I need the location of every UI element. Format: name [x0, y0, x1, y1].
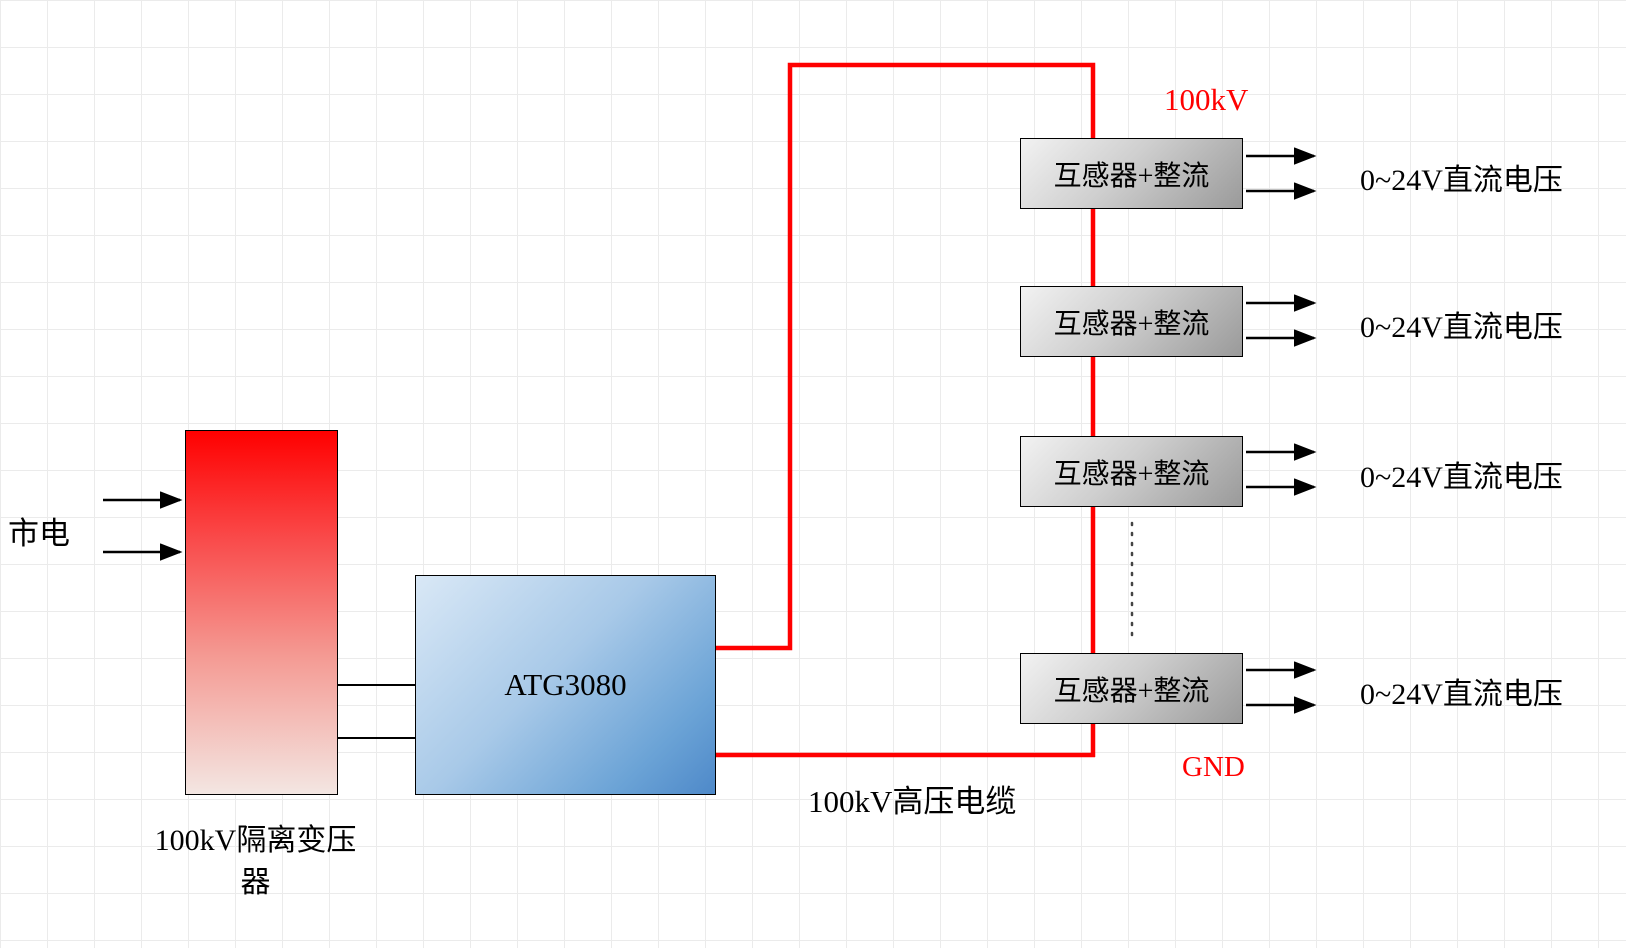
transformer-box	[185, 430, 338, 795]
transformer-label: 100kV隔离变压器	[154, 824, 357, 899]
mains-label: 市电	[8, 516, 70, 551]
module-box: 互感器+整流	[1020, 653, 1243, 724]
module-box: 互感器+整流	[1020, 138, 1243, 209]
cable-label: 100kV高压电缆	[808, 784, 1017, 819]
module-label: 互感器+整流	[1053, 675, 1210, 707]
gnd-label: GND	[1182, 751, 1245, 783]
output-voltage-label: 0~24V直流电压	[1360, 164, 1563, 197]
module-label: 互感器+整流	[1053, 160, 1210, 192]
output-voltage-label: 0~24V直流电压	[1360, 311, 1563, 344]
module-label: 互感器+整流	[1053, 308, 1210, 340]
controller-label: ATG3080	[504, 667, 627, 702]
module-box: 互感器+整流	[1020, 436, 1243, 507]
controller-box: ATG3080	[415, 575, 716, 795]
module-box: 互感器+整流	[1020, 286, 1243, 357]
hv-voltage-label: 100kV	[1164, 82, 1249, 117]
output-voltage-label: 0~24V直流电压	[1360, 678, 1563, 711]
output-voltage-label: 0~24V直流电压	[1360, 461, 1563, 494]
module-label: 互感器+整流	[1053, 458, 1210, 490]
